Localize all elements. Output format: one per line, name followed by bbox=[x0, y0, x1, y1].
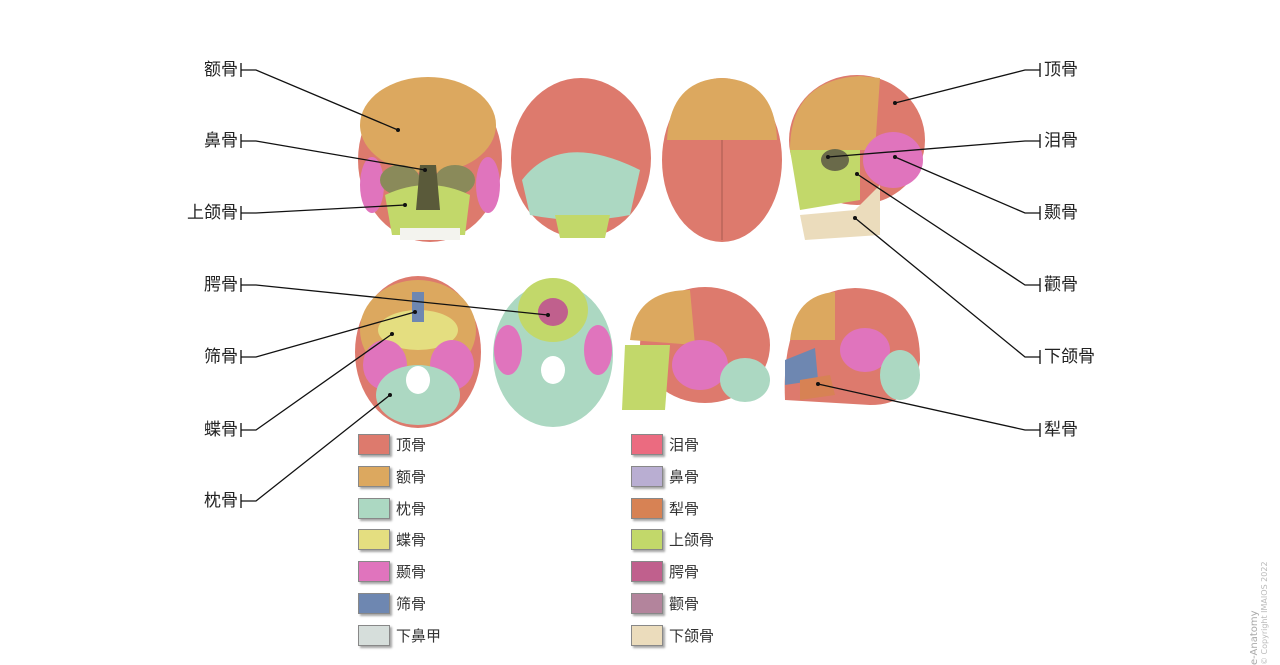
legend-label: 筛骨 bbox=[396, 595, 427, 613]
label-parietal: 顶骨 bbox=[1044, 60, 1078, 80]
legend-item: 泪骨 bbox=[631, 434, 699, 455]
legend-swatch bbox=[631, 497, 663, 519]
legend-swatch bbox=[631, 624, 663, 646]
skull-sagittal-view bbox=[784, 288, 920, 405]
legend-label: 枕骨 bbox=[396, 499, 427, 518]
skull-front-view bbox=[358, 77, 502, 242]
legend-swatch bbox=[358, 624, 390, 646]
skull-lateral-view bbox=[622, 287, 770, 410]
legend-item: 犁骨 bbox=[631, 497, 700, 519]
label-ethmoid: 筛骨 bbox=[204, 347, 238, 367]
legend-item: 额骨 bbox=[358, 465, 427, 487]
legend-swatch bbox=[631, 465, 663, 487]
leader-lines bbox=[240, 63, 1041, 508]
legend-swatch bbox=[358, 561, 390, 583]
legend-swatch bbox=[631, 561, 663, 583]
legend-item: 枕骨 bbox=[358, 497, 427, 519]
label-occipital: 枕骨 bbox=[204, 491, 238, 511]
legend-label: 腭骨 bbox=[669, 563, 700, 582]
legend-label: 上颌骨 bbox=[669, 531, 715, 550]
legend-swatch bbox=[631, 529, 663, 551]
label-sphenoid: 蝶骨 bbox=[204, 420, 238, 440]
legend-label: 泪骨 bbox=[669, 436, 700, 454]
watermark: e-Anatomy© Copyright IMAIOS 2022 bbox=[1249, 561, 1269, 665]
label-vomer: 犁骨 bbox=[1044, 420, 1078, 440]
legend-item: 顶骨 bbox=[358, 434, 426, 455]
legend-item: 鼻骨 bbox=[631, 465, 700, 487]
legend-label: 颞骨 bbox=[396, 563, 427, 582]
legend-label: 下颌骨 bbox=[669, 626, 715, 645]
skull-side-view bbox=[789, 75, 925, 240]
legend-item: 下鼻甲 bbox=[358, 624, 442, 646]
label-nasal: 鼻骨 bbox=[204, 131, 238, 151]
legend-item: 蝶骨 bbox=[358, 529, 427, 551]
legend-label: 鼻骨 bbox=[669, 467, 700, 486]
legend-swatch bbox=[358, 497, 390, 519]
legend-item: 颧骨 bbox=[631, 593, 699, 614]
legend-swatch bbox=[631, 434, 663, 455]
legend-label: 蝶骨 bbox=[396, 531, 427, 550]
legend-item: 上颌骨 bbox=[631, 529, 715, 551]
label-temporal: 颞骨 bbox=[1044, 203, 1078, 223]
label-frontal: 额骨 bbox=[204, 60, 238, 80]
legend-label: 犁骨 bbox=[669, 499, 700, 518]
label-mandible: 下颌骨 bbox=[1044, 347, 1095, 367]
legend-label: 额骨 bbox=[396, 467, 427, 486]
legend-item: 腭骨 bbox=[631, 561, 700, 583]
legend-swatch bbox=[358, 465, 390, 487]
label-palatine: 腭骨 bbox=[204, 275, 238, 295]
legend-item: 颞骨 bbox=[358, 561, 427, 583]
skull-back-view bbox=[511, 78, 651, 238]
legend-label: 颧骨 bbox=[669, 595, 700, 613]
legend-item: 筛骨 bbox=[358, 593, 426, 614]
legend-swatch bbox=[358, 593, 390, 614]
legend-swatch bbox=[358, 529, 390, 551]
legend-swatch bbox=[358, 434, 390, 455]
skull-base-internal-view bbox=[355, 276, 481, 428]
legend-item: 下颌骨 bbox=[631, 624, 715, 646]
label-maxilla: 上颌骨 bbox=[187, 203, 238, 223]
legend-label: 顶骨 bbox=[396, 436, 427, 454]
legend-swatch bbox=[631, 593, 663, 614]
label-zygomatic: 颧骨 bbox=[1044, 275, 1078, 295]
label-lacrimal: 泪骨 bbox=[1044, 131, 1078, 151]
skull-top-view bbox=[662, 78, 782, 242]
legend-label: 下鼻甲 bbox=[396, 626, 442, 645]
skull-base-inferior-view bbox=[493, 278, 613, 427]
